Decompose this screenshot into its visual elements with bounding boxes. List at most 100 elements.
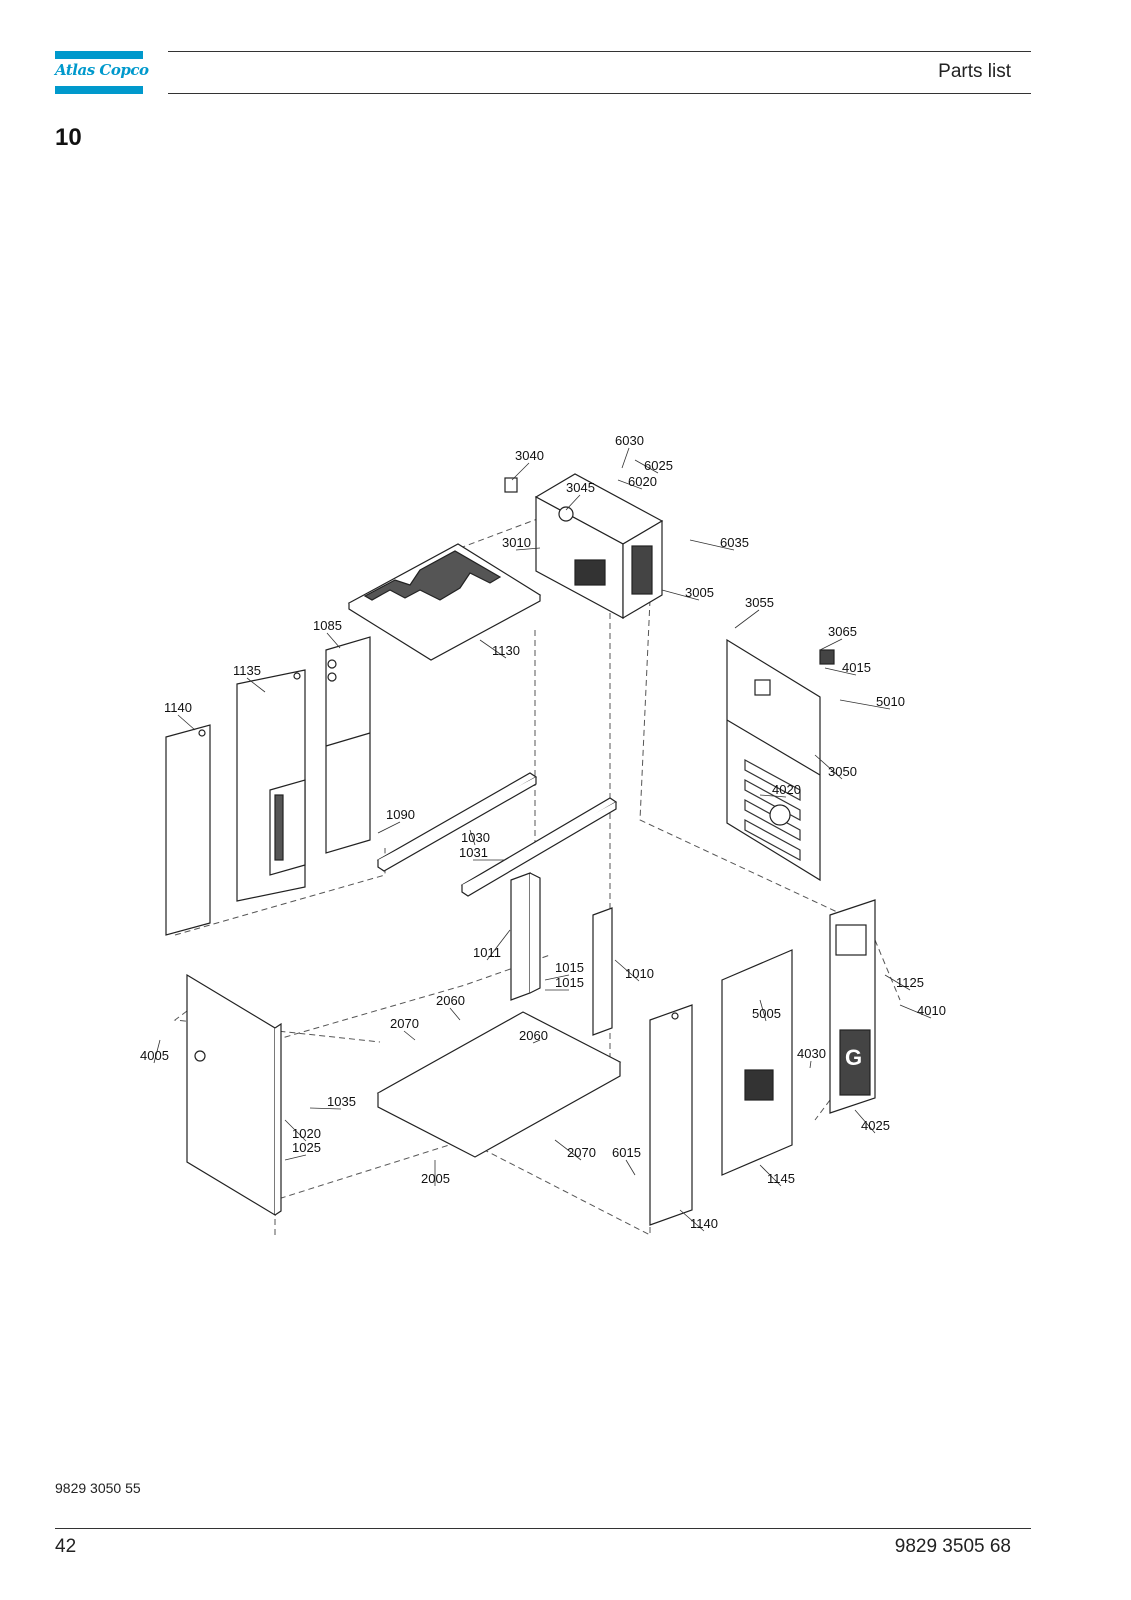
callout-leader-3045 — [565, 494, 581, 511]
section-number: 10 — [55, 124, 82, 151]
callout-label-5010: 5010 — [876, 694, 905, 709]
callout-leader-3065 — [819, 638, 843, 651]
callout-leader-3040 — [511, 462, 530, 481]
side-panel-1140-right — [649, 1004, 693, 1226]
callout-label-1035: 1035 — [327, 1094, 356, 1109]
callout-leader-1020 — [284, 1119, 307, 1142]
front-panel-4025: G — [829, 899, 876, 1114]
callout-label-1085: 1085 — [313, 618, 342, 633]
page-number: 42 — [55, 1536, 77, 1557]
rail-1030 — [376, 772, 538, 872]
callout-label-1020: 1020 — [292, 1126, 321, 1141]
callout-label-2060: 2060 — [519, 1028, 548, 1043]
callout-leader-3005 — [661, 589, 700, 601]
callout-label-6020: 6020 — [628, 474, 657, 489]
callout-label-1130: 1130 — [492, 643, 520, 658]
footer-rule — [55, 1528, 1031, 1529]
side-panel-1085 — [325, 636, 371, 854]
callout-label-1015: 1015 — [555, 960, 584, 975]
rail-1031 — [460, 797, 618, 897]
callout-leader-1085 — [326, 632, 341, 649]
logo-text: Atlas Copco — [55, 61, 149, 79]
rear-panel-3050 — [726, 638, 835, 882]
callout-label-6035: 6035 — [720, 535, 749, 550]
callout-leader-1010 — [614, 959, 640, 982]
callout-label-4015: 4015 — [842, 660, 871, 675]
callout-label-1140: 1140 — [164, 700, 192, 715]
document-code: 9829 3050 55 — [55, 1480, 141, 1496]
callout-leader-4015 — [824, 667, 857, 676]
callout-label-1090: 1090 — [386, 807, 415, 822]
base-frame-2005 — [376, 1011, 622, 1158]
callout-leader-1015 — [544, 974, 570, 981]
callout-label-2070: 2070 — [390, 1016, 419, 1031]
callout-leader-5010 — [839, 699, 891, 710]
callout-label-1015: 1015 — [555, 975, 584, 990]
header-rule-top — [168, 51, 1031, 52]
callout-leader-6020 — [617, 479, 643, 490]
post-1010 — [592, 907, 613, 1036]
callout-leader-1025 — [284, 1154, 307, 1161]
callout-label-4005: 4005 — [140, 1048, 169, 1063]
callout-leader-6030 — [621, 447, 630, 469]
callout-leader-2070 — [403, 1030, 416, 1041]
callout-leader-1145 — [759, 1164, 782, 1187]
callout-leader-5005 — [759, 999, 767, 1022]
callout-label-1135: 1135 — [233, 663, 261, 678]
callout-leader-6015 — [625, 1159, 636, 1176]
callout-label-1145: 1145 — [767, 1171, 795, 1186]
callout-leader-1135 — [246, 677, 266, 693]
callout-label-3045: 3045 — [566, 480, 595, 495]
callout-leader-4010 — [899, 1004, 932, 1019]
callout-label-2070: 2070 — [567, 1145, 596, 1160]
callout-leader-2060 — [449, 1007, 461, 1021]
side-panel-1145 — [721, 949, 793, 1176]
callout-label-3010: 3010 — [502, 535, 531, 550]
logo-bar-top — [55, 51, 143, 59]
post-1011 — [510, 872, 541, 1001]
callout-leader-4005 — [153, 1039, 161, 1064]
side-panel-1135 — [236, 669, 306, 902]
callout-label-2060: 2060 — [436, 993, 465, 1008]
callout-leader-1140 — [679, 1209, 705, 1232]
callout-label-3050: 3050 — [828, 764, 857, 779]
callout-leader-4025 — [854, 1109, 876, 1134]
callout-leader-1130 — [479, 639, 507, 659]
door-panel-left — [186, 973, 282, 1217]
callout-label-3065: 3065 — [828, 624, 857, 639]
callout-label-1031: 1031 — [459, 845, 488, 860]
callout-label-6025: 6025 — [644, 458, 673, 473]
callout-label-4020: 4020 — [772, 782, 801, 797]
callout-label-6030: 6030 — [615, 433, 644, 448]
callout-leader-4030 — [809, 1060, 812, 1069]
header-rule-bottom — [168, 93, 1031, 94]
callout-leader-6025 — [634, 459, 659, 474]
atlas-copco-logo: Atlas Copco — [55, 51, 149, 94]
roof-panel-1130 — [347, 543, 542, 661]
callout-leader-3050 — [814, 754, 843, 780]
callout-leader-2070 — [554, 1139, 582, 1161]
parts-outlines: G — [165, 473, 876, 1226]
callout-leader-1035 — [309, 1107, 342, 1110]
document-number: 9829 3505 68 — [894, 1536, 1011, 1557]
callout-leader-3010 — [515, 547, 541, 551]
callout-label-4030: 4030 — [797, 1046, 826, 1061]
callout-label-1140: 1140 — [690, 1216, 718, 1231]
callout-leader-1140 — [177, 714, 196, 731]
g-logo-icon: G — [845, 1045, 862, 1070]
side-panel-1140-left — [165, 724, 211, 936]
control-box-3005 — [504, 473, 664, 620]
callout-label-4010: 4010 — [917, 1003, 946, 1018]
callout-leader-6035 — [689, 539, 735, 551]
callout-label-3055: 3055 — [745, 595, 774, 610]
callout-leader-4020 — [759, 794, 787, 798]
callout-label-4025: 4025 — [861, 1118, 890, 1133]
callout-label-1125: 1125 — [896, 975, 924, 990]
callout-label-3040: 3040 — [515, 448, 544, 463]
callout-label-2005: 2005 — [421, 1171, 450, 1186]
callout-label-6015: 6015 — [612, 1145, 641, 1160]
header-title: Parts list — [938, 61, 1011, 82]
callout-label-1010: 1010 — [625, 966, 654, 981]
